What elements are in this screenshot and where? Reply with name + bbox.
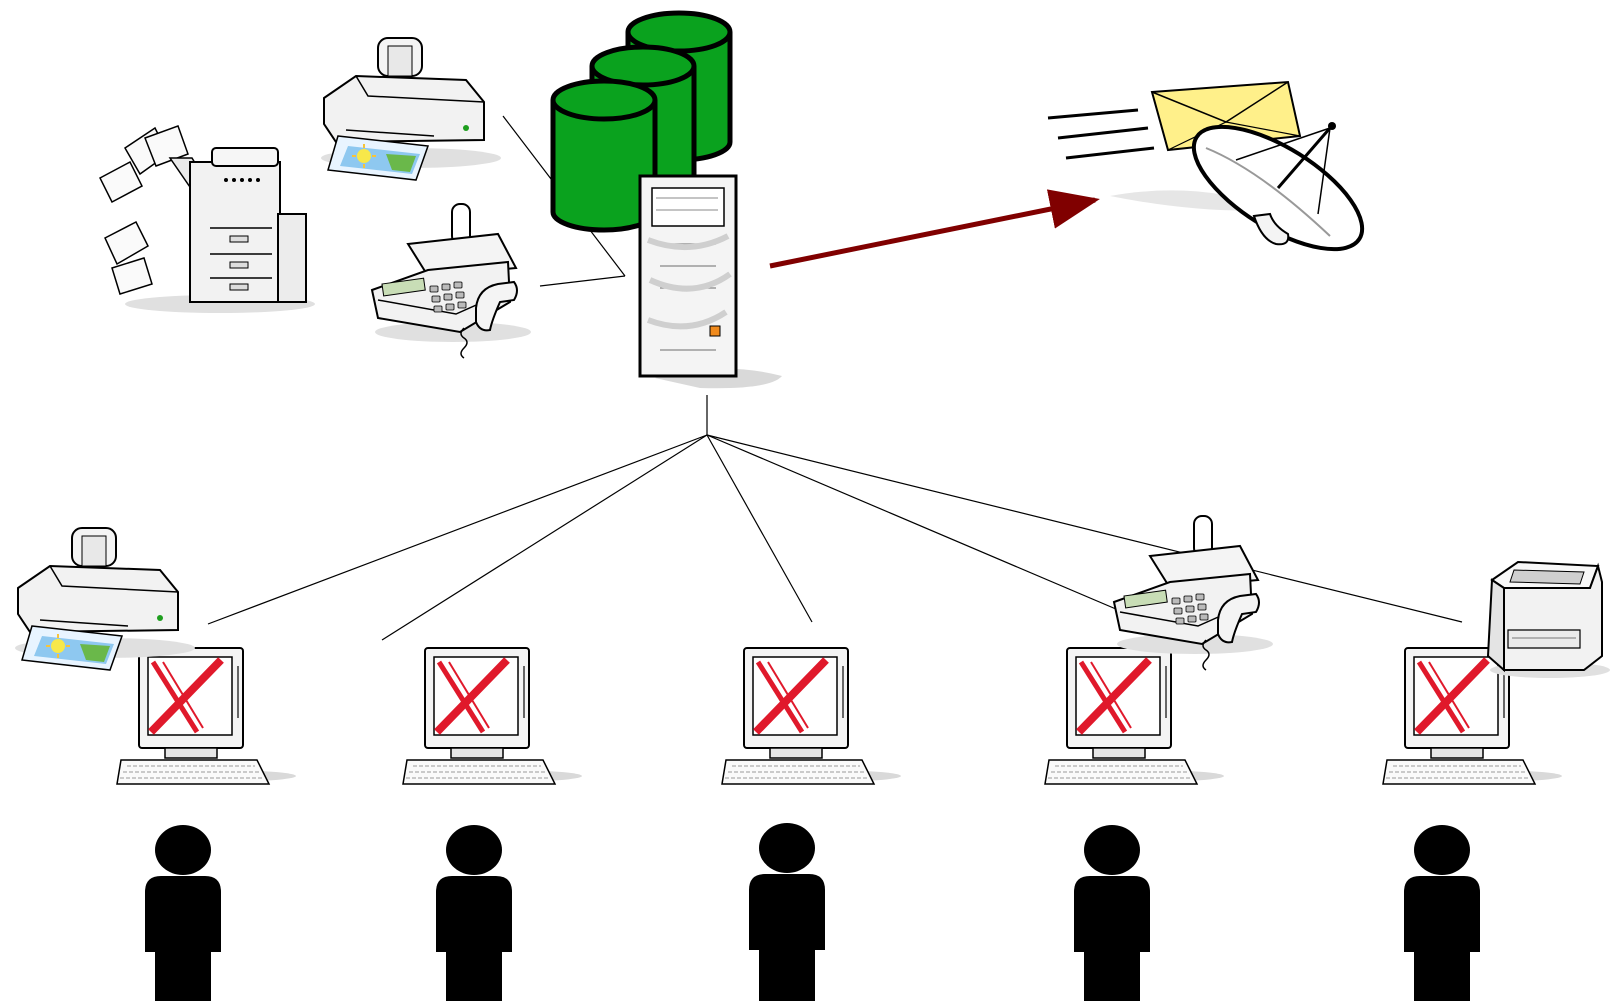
fax-machine-icon [371, 203, 532, 359]
user-icon [436, 825, 512, 1001]
fax-machine-icon [1113, 515, 1274, 671]
inkjet-printer-icon [320, 37, 502, 181]
link-fax-to-server [539, 275, 626, 287]
link-hub-to-workstation-1 [207, 434, 708, 625]
user-icon [1404, 825, 1480, 1001]
workstation-4[interactable] [1045, 648, 1224, 784]
link-hub-to-workstation-2 [381, 434, 708, 641]
link-hub-to-workstation-5 [706, 434, 1463, 623]
send-arrow [769, 189, 1100, 269]
workstation-2[interactable] [403, 648, 582, 784]
inkjet-printer-icon [14, 527, 196, 671]
link-hub-to-workstation-4 [706, 434, 1131, 616]
satellite-dish-email-icon [1047, 80, 1365, 252]
connection-lines [207, 115, 1463, 641]
copier-icon [99, 125, 315, 313]
link-hub-to-workstation-3 [706, 434, 813, 623]
user-icon [145, 825, 221, 1001]
database-stack-icon [550, 10, 733, 233]
server-tower-icon [638, 174, 782, 389]
user-icon [749, 823, 825, 1001]
workstation-3[interactable] [722, 648, 901, 784]
workstation-1[interactable] [117, 648, 296, 784]
laser-printer-icon [1487, 561, 1611, 679]
user-icon [1074, 825, 1150, 1001]
